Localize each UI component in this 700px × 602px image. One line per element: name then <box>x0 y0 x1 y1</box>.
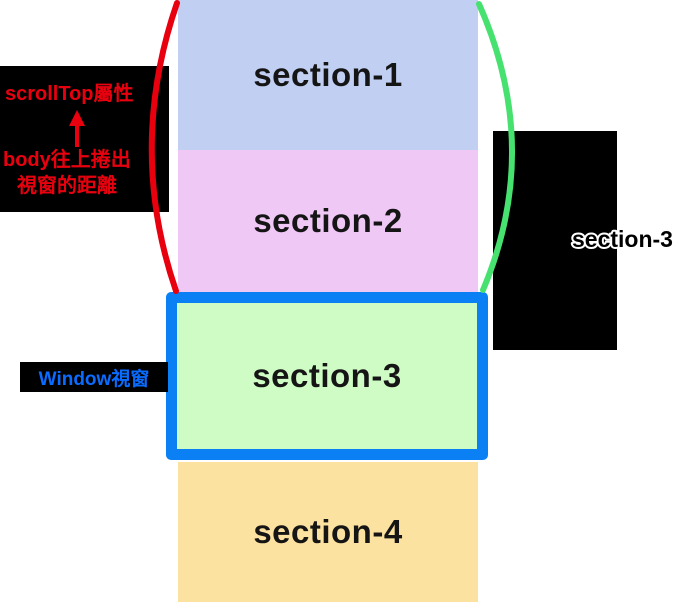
scrolltop-property-label: scrollTop屬性 <box>5 83 134 105</box>
window-viewport-box: section-3 <box>166 292 488 460</box>
scroll-distance-label-line2: 視窗的距離 <box>17 175 117 197</box>
section-1-block: section-1 <box>178 0 478 150</box>
scrolltop-annotation-box: scrollTop屬性 body往上捲出 視窗的距離 <box>0 66 169 212</box>
section-1-label: section-1 <box>253 56 403 93</box>
section-2-block: section-2 <box>178 150 478 292</box>
section-4-label: section-4 <box>253 513 403 550</box>
section-2-label: section-2 <box>253 202 403 239</box>
right-annotation-box <box>493 131 617 350</box>
section-4-block: section-4 <box>178 462 478 602</box>
scroll-distance-label-line1: body往上捲出 <box>3 149 131 171</box>
window-label-box: Window視窗 <box>20 362 168 392</box>
section-3-label: section-3 <box>252 357 402 394</box>
window-label: Window視窗 <box>38 368 150 390</box>
